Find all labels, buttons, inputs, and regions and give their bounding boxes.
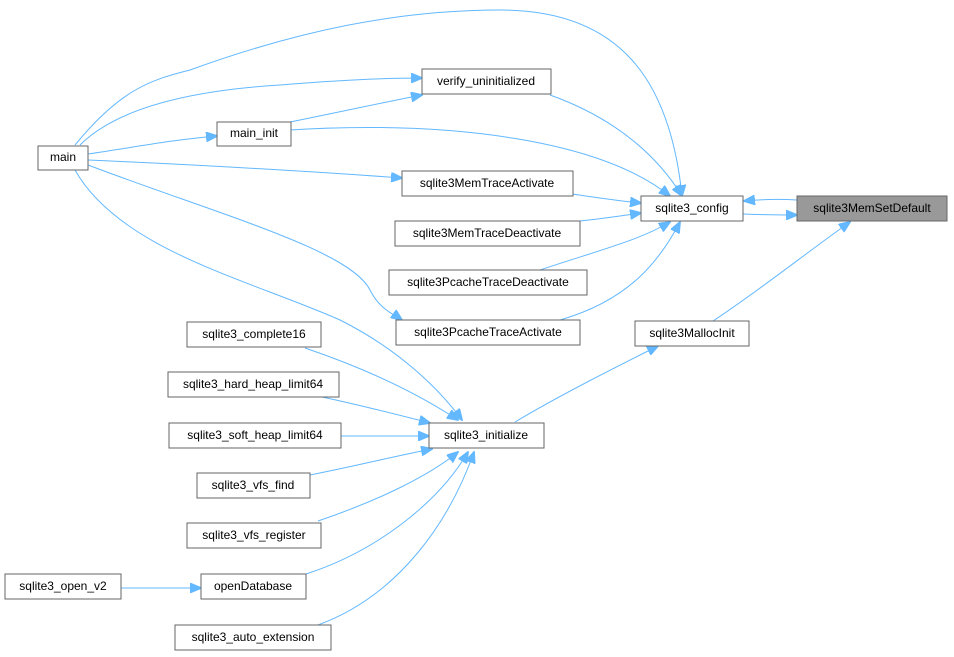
edge-main-to-pcacheact bbox=[87, 164, 402, 320]
node-label: sqlite3_open_v2 bbox=[19, 579, 107, 593]
node-sqlite3-mallocinit[interactable]: sqlite3MallocInit bbox=[634, 320, 750, 347]
edge-pcachedeact-to-config bbox=[539, 222, 670, 271]
node-label: openDatabase bbox=[214, 579, 292, 593]
edge-memsetdefault-to-config bbox=[744, 199, 798, 201]
node-label: sqlite3_initialize bbox=[444, 428, 528, 442]
node-label: sqlite3_soft_heap_limit64 bbox=[187, 428, 323, 442]
edge-autoext-to-initialize bbox=[317, 452, 474, 626]
node-label: sqlite3_config bbox=[655, 201, 728, 215]
node-sqlite3-vfs-find[interactable]: sqlite3_vfs_find bbox=[196, 472, 311, 499]
node-sqlite3-memtracedeactivate[interactable]: sqlite3MemTraceDeactivate bbox=[394, 220, 581, 247]
edge-complete16-to-initialize bbox=[304, 347, 458, 420]
edge-main-to-maininit bbox=[87, 136, 217, 155]
node-label: sqlite3_vfs_find bbox=[212, 478, 295, 492]
node-sqlite3-vfs-register[interactable]: sqlite3_vfs_register bbox=[186, 522, 322, 549]
edge-vfsfind-to-initialize bbox=[309, 449, 432, 476]
edge-memtracedeact-to-config bbox=[579, 213, 641, 222]
edge-maininit-to-config bbox=[289, 127, 670, 196]
edge-main-to-config-arc bbox=[74, 9, 682, 196]
node-sqlite3-soft-heap-limit64[interactable]: sqlite3_soft_heap_limit64 bbox=[168, 422, 342, 449]
edge-pcacheact-to-config bbox=[559, 222, 680, 321]
edge-hardheap-to-initialize bbox=[321, 396, 430, 423]
node-sqlite3-pcachetracedeactivate[interactable]: sqlite3PcacheTraceDeactivate bbox=[388, 269, 588, 296]
edge-verify-to-config bbox=[549, 94, 682, 196]
node-label: sqlite3_auto_extension bbox=[192, 630, 315, 644]
node-label: sqlite3MallocInit bbox=[649, 326, 735, 340]
edge-opendatabase-to-initialize bbox=[305, 452, 468, 575]
edge-main-to-memtraceact bbox=[87, 159, 402, 178]
node-label: sqlite3MemTraceActivate bbox=[420, 176, 555, 190]
node-sqlite3-memsetdefault[interactable]: sqlite3MemSetDefault bbox=[796, 195, 948, 222]
edges bbox=[74, 9, 850, 626]
node-verify-uninitialized[interactable]: verify_uninitialized bbox=[421, 68, 552, 95]
node-label: sqlite3MemSetDefault bbox=[813, 201, 931, 215]
node-sqlite3-memtraceactivate[interactable]: sqlite3MemTraceActivate bbox=[401, 170, 574, 197]
node-main-init[interactable]: main_init bbox=[216, 121, 292, 147]
node-sqlite3-complete16[interactable]: sqlite3_complete16 bbox=[186, 321, 322, 348]
node-label: main bbox=[50, 150, 76, 164]
edge-vfsregister-to-initialize bbox=[317, 452, 458, 522]
node-sqlite3-auto-extension[interactable]: sqlite3_auto_extension bbox=[174, 624, 332, 651]
edge-mallocinit-to-memsetdefault bbox=[712, 222, 850, 322]
edge-main-to-initialize bbox=[74, 169, 462, 420]
node-label: verify_uninitialized bbox=[437, 74, 535, 88]
node-label: sqlite3PcacheTraceActivate bbox=[414, 325, 562, 339]
node-label: sqlite3MemTraceDeactivate bbox=[413, 226, 562, 240]
edge-main-to-verify bbox=[79, 78, 422, 146]
nodes: main main_init verify_uninitialized sqli… bbox=[4, 68, 948, 651]
node-sqlite3-pcachetraceactivate[interactable]: sqlite3PcacheTraceActivate bbox=[395, 319, 581, 346]
node-sqlite3-initialize[interactable]: sqlite3_initialize bbox=[428, 422, 545, 449]
node-sqlite3-hard-heap-limit64[interactable]: sqlite3_hard_heap_limit64 bbox=[167, 371, 340, 398]
edge-config-to-memsetdefault bbox=[742, 214, 797, 215]
node-label: sqlite3_vfs_register bbox=[202, 528, 305, 542]
node-opendatabase[interactable]: openDatabase bbox=[200, 573, 307, 600]
node-label: sqlite3_complete16 bbox=[202, 327, 306, 341]
node-sqlite3-open-v2[interactable]: sqlite3_open_v2 bbox=[4, 573, 122, 600]
node-label: sqlite3_hard_heap_limit64 bbox=[183, 377, 323, 391]
edge-memtraceact-to-config bbox=[571, 193, 641, 203]
edge-maininit-to-verify bbox=[289, 95, 422, 123]
node-label: main_init bbox=[230, 126, 279, 140]
node-sqlite3-config[interactable]: sqlite3_config bbox=[640, 195, 744, 222]
node-label: sqlite3PcacheTraceDeactivate bbox=[407, 275, 569, 289]
edge-initialize-to-mallocinit bbox=[514, 346, 658, 423]
node-main[interactable]: main bbox=[37, 145, 89, 171]
